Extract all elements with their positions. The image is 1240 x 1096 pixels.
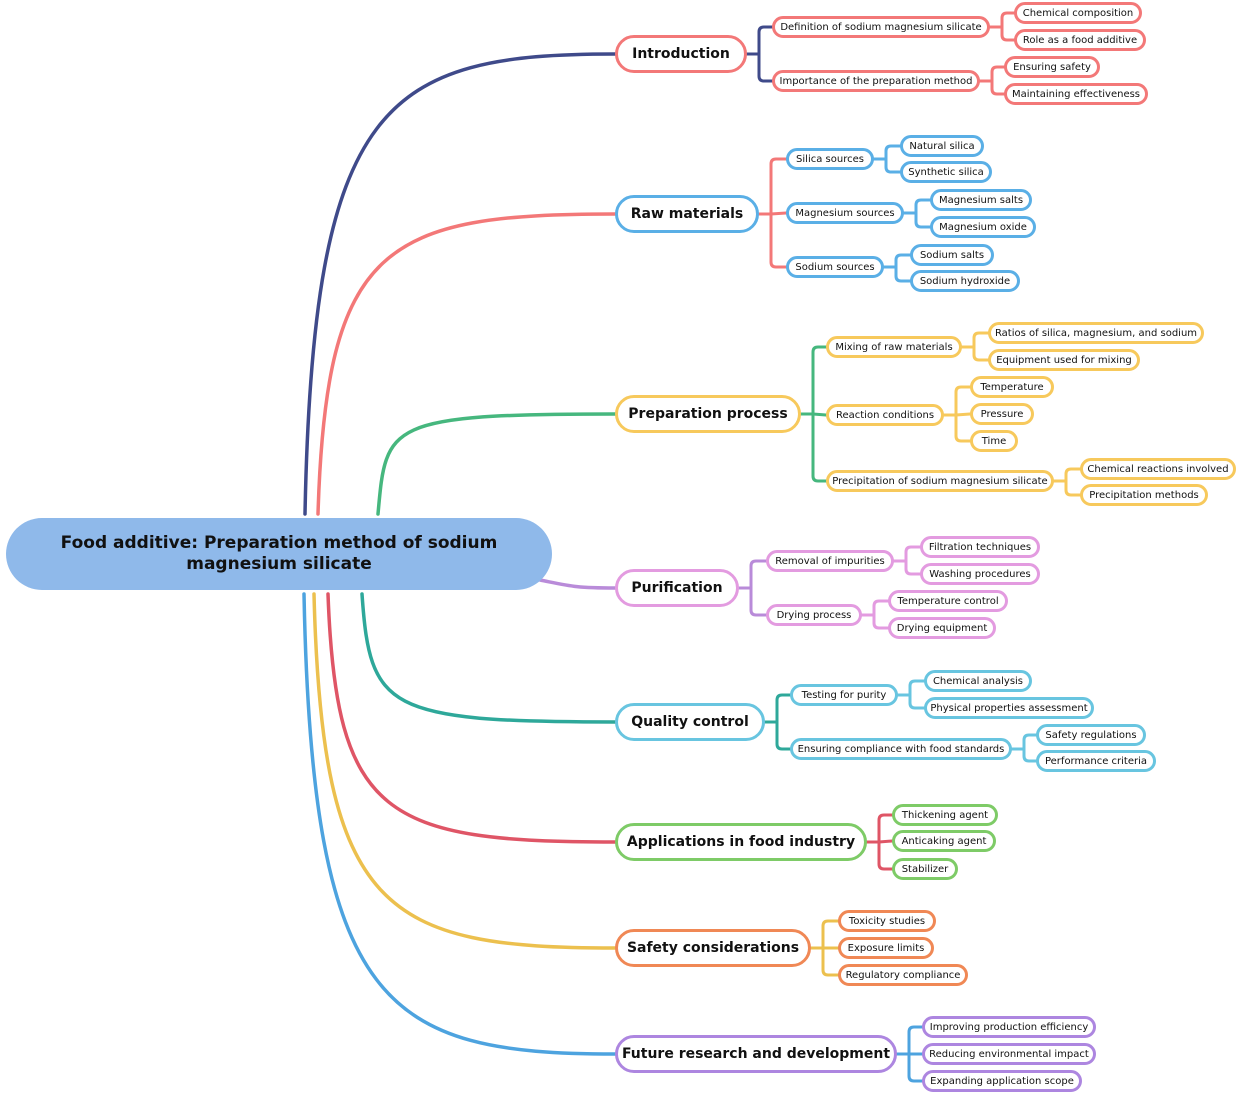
connector-reaction-conditions [942,385,972,443]
subtopic-temperature-control[interactable]: Temperature control [888,590,1008,612]
subtopic-ensuring-safety[interactable]: Ensuring safety [1004,56,1100,78]
topic-anticaking-agent[interactable]: Anticaking agent [892,830,996,852]
edge-root-preparation-process [376,412,617,516]
subtopic-physical-properties-assessment[interactable]: Physical properties assessment [924,697,1094,719]
subtopic-washing-procedures[interactable]: Washing procedures [920,563,1040,585]
subtopic-safety-regulations[interactable]: Safety regulations [1036,724,1146,746]
edge-root-quality-control [360,592,617,724]
edge-root-future-research-and-development [302,592,617,1056]
topic-stabilizer[interactable]: Stabilizer [892,858,958,880]
topic-silica-sources[interactable]: Silica sources [786,148,874,170]
subtopic-drying-equipment[interactable]: Drying equipment [888,617,996,639]
connector-introduction [745,25,774,83]
edge-root-safety-considerations [312,592,617,950]
topic-regulatory-compliance[interactable]: Regulatory compliance [838,964,968,986]
edge-root-applications-in-food-industry [326,592,617,844]
topic-improving-production-efficiency[interactable]: Improving production efficiency [922,1016,1096,1038]
topic-expanding-application-scope[interactable]: Expanding application scope [922,1070,1082,1092]
connector-definition-of-sodium-magnesium-silicate [988,11,1016,42]
connector-removal-of-impurities [892,545,922,576]
subtopic-magnesium-salts[interactable]: Magnesium salts [930,189,1032,211]
subtopic-chemical-analysis[interactable]: Chemical analysis [924,670,1032,692]
branch-preparation-process[interactable]: Preparation process [615,395,801,433]
subtopic-natural-silica[interactable]: Natural silica [900,135,984,157]
branch-applications-in-food-industry[interactable]: Applications in food industry [615,823,867,861]
subtopic-sodium-hydroxide[interactable]: Sodium hydroxide [910,270,1020,292]
connector-applications-in-food-industry [865,813,894,871]
subtopic-magnesium-oxide[interactable]: Magnesium oxide [930,216,1036,238]
edge-root-introduction [303,52,617,516]
branch-quality-control[interactable]: Quality control [615,703,765,741]
connector-precipitation-of-sodium-magnesium-silicate [1052,467,1082,497]
topic-magnesium-sources[interactable]: Magnesium sources [786,202,904,224]
topic-importance-of-the-preparation-method[interactable]: Importance of the preparation method [772,70,980,92]
connector-quality-control [763,693,792,751]
subtopic-time[interactable]: Time [970,430,1018,452]
topic-mixing-of-raw-materials[interactable]: Mixing of raw materials [826,336,962,358]
topic-definition-of-sodium-magnesium-silicate[interactable]: Definition of sodium magnesium silicate [772,16,990,38]
connector-drying-process [860,599,890,630]
topic-reaction-conditions[interactable]: Reaction conditions [826,404,944,426]
connector-purification [737,559,768,617]
connector-raw-materials [757,157,788,269]
connector-ensuring-compliance-with-food-standards [1010,733,1038,763]
subtopic-maintaining-effectiveness[interactable]: Maintaining effectiveness [1004,83,1148,105]
connector-importance-of-the-preparation-method [978,65,1006,96]
subtopic-temperature[interactable]: Temperature [970,376,1054,398]
branch-purification[interactable]: Purification [615,569,739,607]
topic-exposure-limits[interactable]: Exposure limits [838,937,934,959]
topic-drying-process[interactable]: Drying process [766,604,862,626]
subtopic-filtration-techniques[interactable]: Filtration techniques [920,536,1040,558]
connector-sodium-sources [882,253,912,283]
edge-root-purification [538,578,617,590]
connector-preparation-process [799,345,828,483]
connector-magnesium-sources [902,198,932,229]
topic-thickening-agent[interactable]: Thickening agent [892,804,998,826]
branch-raw-materials[interactable]: Raw materials [615,195,759,233]
connector-mixing-of-raw-materials [960,331,990,362]
subtopic-sodium-salts[interactable]: Sodium salts [910,244,994,266]
topic-precipitation-of-sodium-magnesium-silicate[interactable]: Precipitation of sodium magnesium silica… [826,470,1054,492]
subtopic-ratios-of-silica-magnesium-and-sodium[interactable]: Ratios of silica, magnesium, and sodium [988,322,1204,344]
connector-future-research-and-development [895,1025,924,1083]
subtopic-chemical-composition[interactable]: Chemical composition [1014,2,1142,24]
topic-ensuring-compliance-with-food-standards[interactable]: Ensuring compliance with food standards [790,738,1012,760]
subtopic-synthetic-silica[interactable]: Synthetic silica [900,161,992,183]
subtopic-precipitation-methods[interactable]: Precipitation methods [1080,484,1208,506]
connector-silica-sources [872,144,902,174]
topic-reducing-environmental-impact[interactable]: Reducing environmental impact [922,1043,1096,1065]
branch-safety-considerations[interactable]: Safety considerations [615,929,811,967]
connector-testing-for-purity [896,679,926,710]
subtopic-role-as-a-food-additive[interactable]: Role as a food additive [1014,29,1146,51]
subtopic-chemical-reactions-involved[interactable]: Chemical reactions involved [1080,458,1236,480]
topic-sodium-sources[interactable]: Sodium sources [786,256,884,278]
topic-removal-of-impurities[interactable]: Removal of impurities [766,550,894,572]
edge-root-raw-materials [316,212,617,516]
connector-safety-considerations [809,919,840,977]
branch-introduction[interactable]: Introduction [615,35,747,73]
root-topic[interactable]: Food additive: Preparation method of sod… [6,518,552,590]
topic-testing-for-purity[interactable]: Testing for purity [790,684,898,706]
branch-future-research-and-development[interactable]: Future research and development [615,1035,897,1073]
subtopic-equipment-used-for-mixing[interactable]: Equipment used for mixing [988,349,1140,371]
subtopic-pressure[interactable]: Pressure [970,403,1034,425]
subtopic-performance-criteria[interactable]: Performance criteria [1036,750,1156,772]
topic-toxicity-studies[interactable]: Toxicity studies [838,910,936,932]
